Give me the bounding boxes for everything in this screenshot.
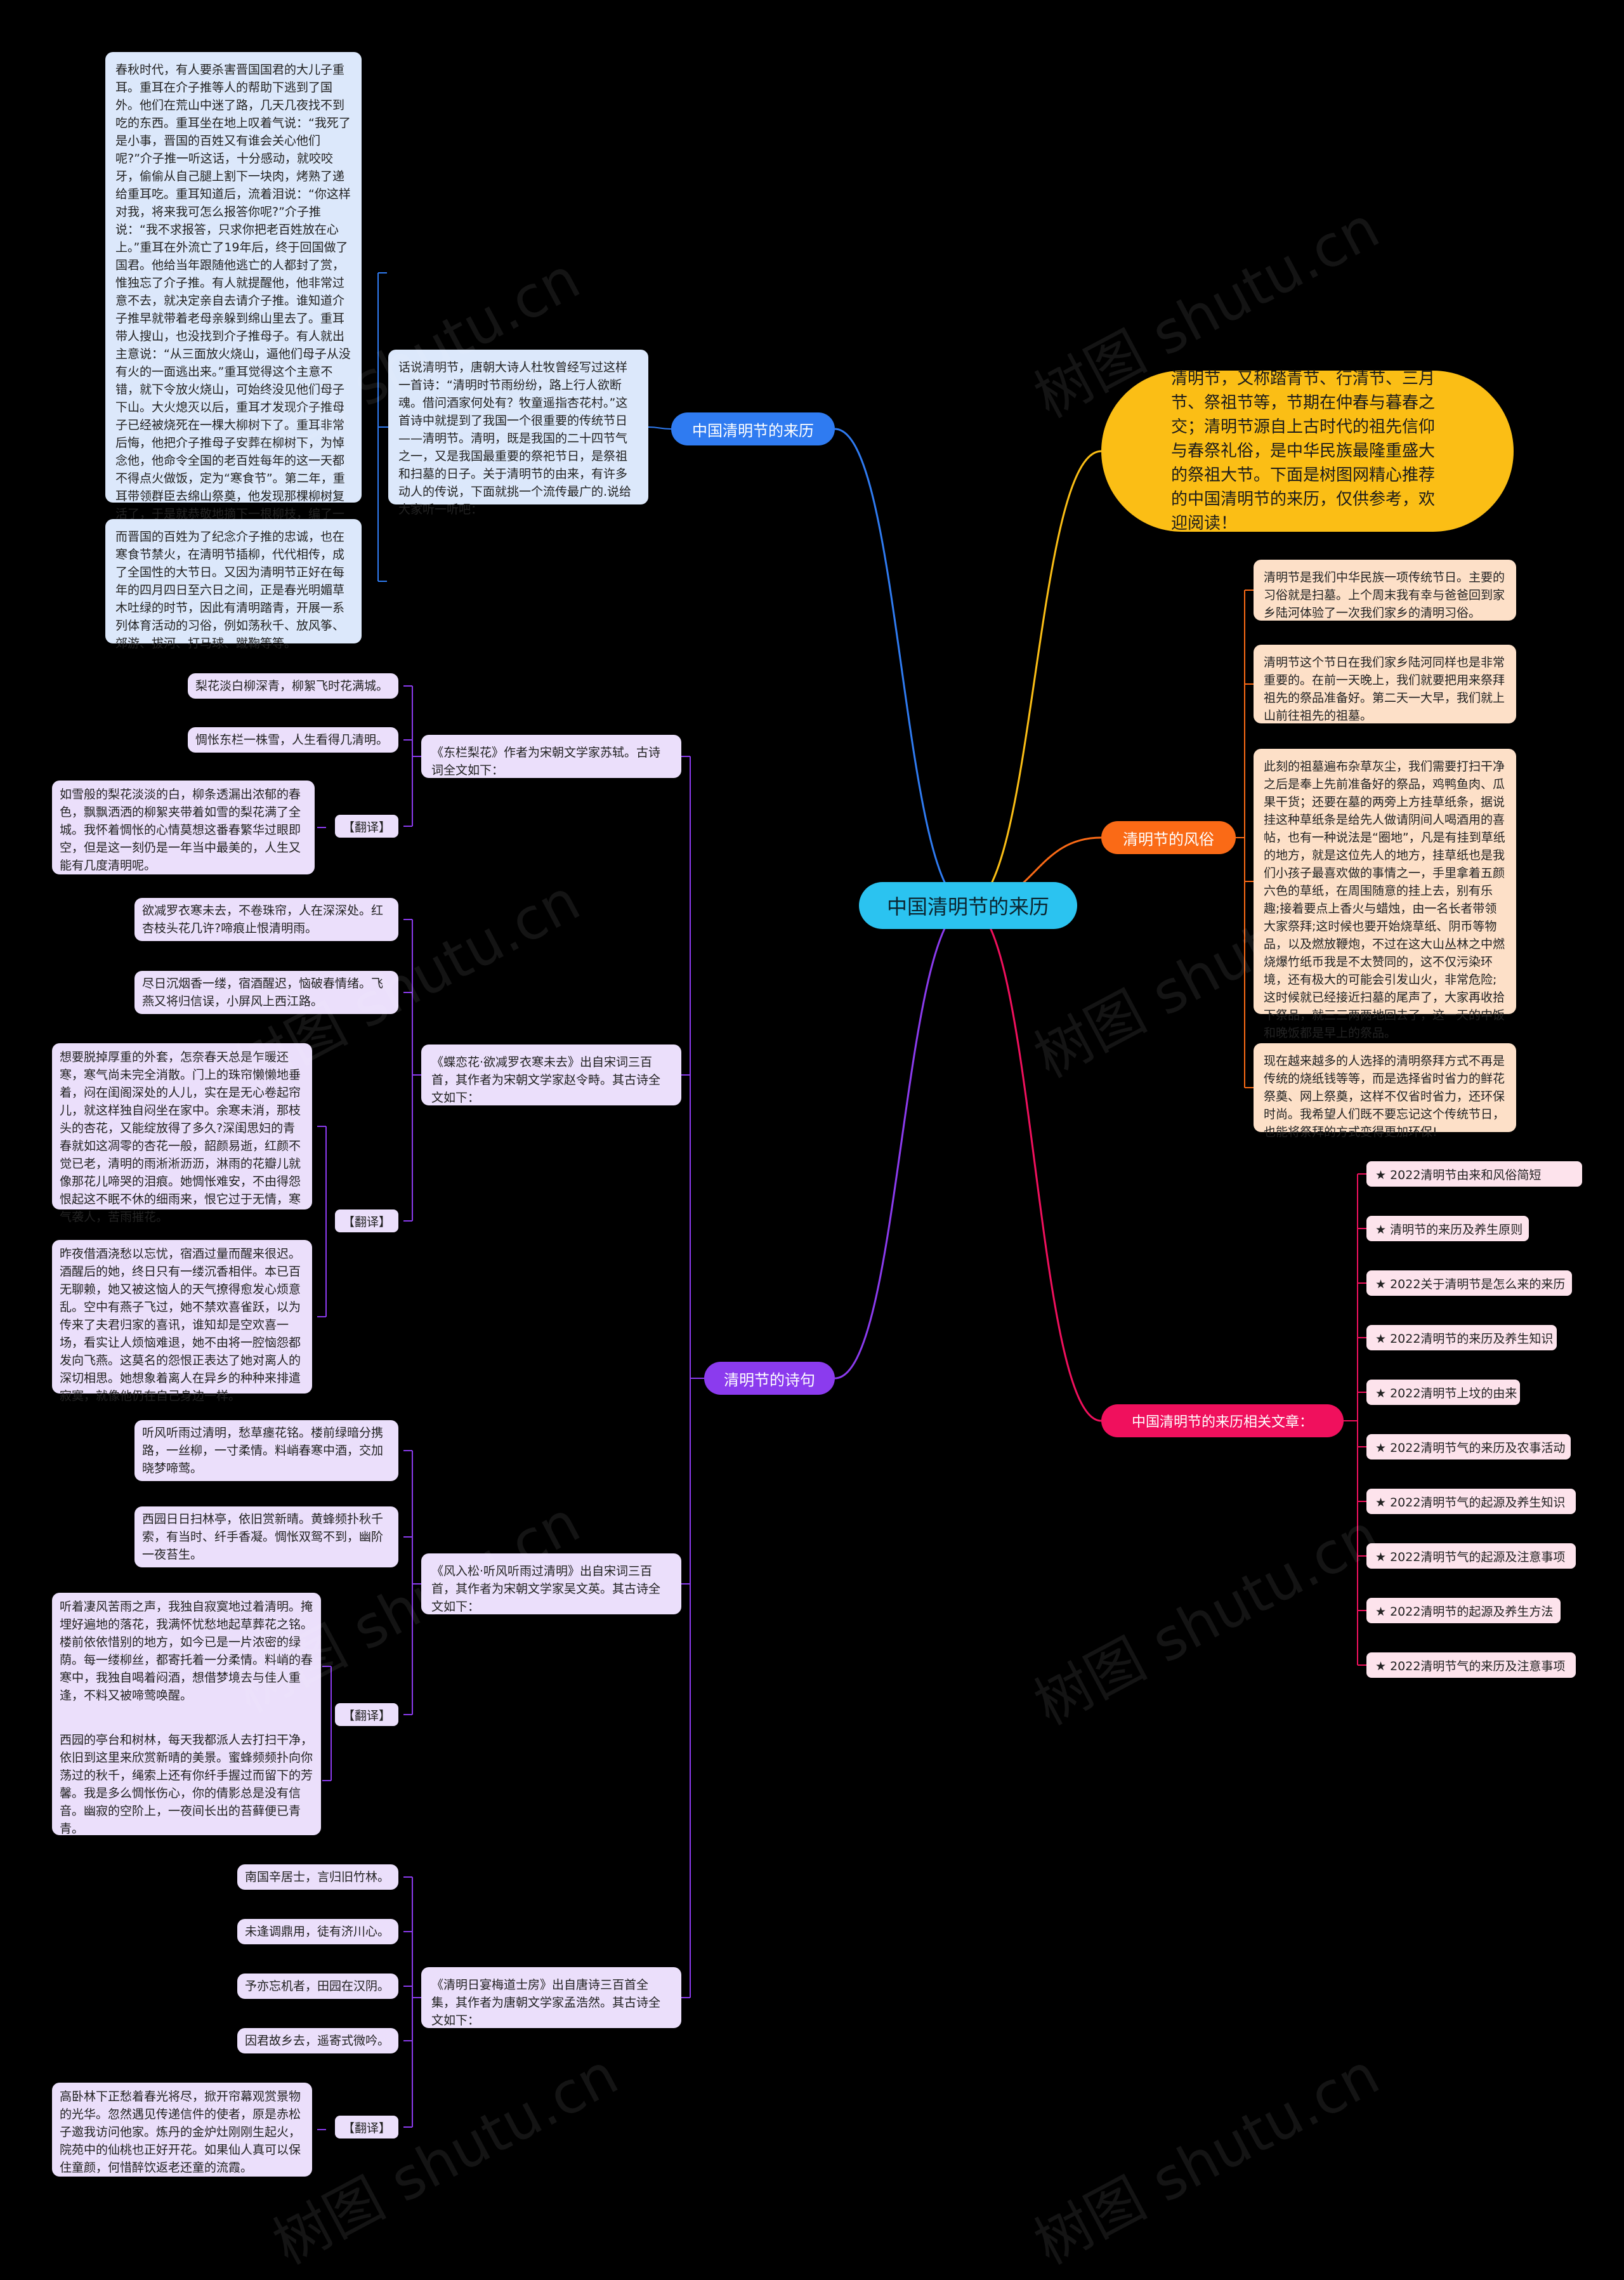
poem-translation: 高卧林下正愁着春光将尽，掀开帘幕观赏景物的光华。忽然遇见传递信件的使者，原是赤松… [52, 2083, 312, 2177]
translate-tag: 【翻译】 [335, 1703, 398, 1726]
translate-tag: 【翻译】 [335, 1209, 398, 1232]
related-article-link[interactable]: ★ 2022关于清明节是怎么来的来历 [1366, 1270, 1572, 1296]
translate-tag: 【翻译】 [335, 2116, 398, 2138]
poem-line: 予亦忘机者，田园在汉阴。 [237, 1974, 398, 1999]
intro-text: 清明节，又称踏青节、行清节、三月节、祭祖节等，节期在仲春与暮春之交；清明节源自上… [1171, 369, 1436, 533]
branch-poems[interactable]: 清明节的诗句 [704, 1362, 835, 1395]
poem-line: 欲减罗衣寒未去，不卷珠帘，人在深深处。红杏枝头花几许?啼痕止恨清明雨。 [134, 898, 398, 941]
poem-line: 尽日沉烟香一缕，宿酒醒迟，恼破春情绪。飞燕又将归信误，小屏风上西江路。 [134, 971, 398, 1014]
related-article-link[interactable]: ★ 2022清明节的起源及养生方法 [1366, 1598, 1561, 1623]
poem-title: 《风入松·听风听雨过清明》出自宋词三百首，其作者为宋朝文学家吴文英。其古诗全文如… [421, 1553, 681, 1614]
related-article-link[interactable]: ★ 2022清明节的来历及养生知识 [1366, 1325, 1557, 1350]
related-article-link[interactable]: ★ 2022清明节气的起源及养生知识 [1366, 1489, 1576, 1514]
related-article-link[interactable]: ★ 清明节的来历及养生原则 [1366, 1216, 1529, 1241]
related-article-link[interactable]: ★ 2022清明节上坟的由来 [1366, 1380, 1520, 1405]
related-article-link[interactable]: ★ 2022清明节由来和风俗简短 [1366, 1161, 1582, 1187]
customs-item: 现在越来越多的人选择的清明祭拜方式不再是传统的烧纸钱等等，而是选择省时省力的鲜花… [1254, 1043, 1516, 1139]
origin-later: 而晋国的百姓为了纪念介子推的忠诚，也在寒食节禁火，在清明节插柳，代代相传，成了全… [105, 519, 362, 650]
poem-line: 西园日日扫林亭，依旧赏新晴。黄蜂频扑秋千索，有当时、纤手香凝。惆怅双鸳不到，幽阶… [134, 1506, 398, 1567]
link-poems [834, 904, 969, 1380]
poem-title: 《清明日宴梅道士房》出自唐诗三百首全集，其作者为唐朝文学家孟浩然。其古诗全文如下… [421, 1967, 681, 2028]
related-article-link[interactable]: ★ 2022清明节气的来历及农事活动 [1366, 1434, 1571, 1460]
link-related [967, 904, 1102, 1422]
link-origin-summary [648, 426, 672, 430]
poem-line: 梨花淡白柳深青，柳絮飞时花满城。 [188, 673, 398, 699]
poem-line: 惆怅东栏一株雪，人生看得几清明。 [188, 727, 398, 753]
poem-line: 南国辛居士，言归旧竹林。 [237, 1864, 398, 1890]
customs-item: 此刻的祖墓遍布杂草灰尘，我们需要打扫干净之后是奉上先前准备好的祭品，鸡鸭鱼肉、瓜… [1254, 749, 1516, 1040]
origin-story: 春秋时代，有人要杀害晋国国君的大儿子重耳。重耳在介子推等人的帮助下逃到了国外。他… [105, 52, 362, 557]
poem-translation: 听着凄风苦雨之声，我独自寂寞地过着清明。掩埋好遍地的落花，我满怀忧愁地起草葬花之… [52, 1593, 321, 1740]
connector-lines [317, 272, 1366, 2130]
poem-translation: 想要脱掉厚重的外套，怎奈春天总是乍暖还寒，寒气尚未完全消散。门上的珠帘懒懒地垂着… [52, 1043, 312, 1224]
intro-bubble: 清明节，又称踏青节、行清节、三月节、祭祖节等，节期在仲春与暮春之交；清明节源自上… [1101, 369, 1514, 533]
related-article-link[interactable]: ★ 2022清明节气的起源及注意事项 [1366, 1543, 1576, 1569]
branch-origin[interactable]: 中国清明节的来历 [671, 412, 835, 445]
poem-translation: 西园的亭台和树林，每天我都派人去打扫干净，依旧到这里来欣赏新晴的美景。蜜蜂频频扑… [52, 1726, 321, 1836]
customs-item: 清明节是我们中华民族一项传统节日。主要的习俗就是扫墓。上个周末我有幸与爸爸回到家… [1254, 560, 1516, 621]
translate-tag: 【翻译】 [335, 815, 398, 838]
poem-title: 《东栏梨花》作者为宋朝文学家苏轼。古诗词全文如下： [421, 735, 681, 778]
branch-related[interactable]: 中国清明节的来历相关文章： [1101, 1404, 1344, 1437]
poem-line: 未逢调鼎用，徒有济川心。 [237, 1919, 398, 1944]
origin-summary: 话说清明节，唐朝大诗人杜牧曾经写过这样一首诗：“清明时节雨纷纷，路上行人欲断魂。… [388, 350, 648, 517]
poem-title: 《蝶恋花·欲减罗衣寒未去》出自宋词三百首，其作者为宋朝文学家赵令畤。其古诗全文如… [421, 1044, 681, 1105]
branch-customs[interactable]: 清明节的风俗 [1101, 821, 1236, 854]
poem-translation: 如雪般的梨花淡淡的白，柳条透漏出浓郁的春色，飘飘洒洒的柳絮夹带着如雪的梨花满了全… [52, 781, 315, 874]
root-topic[interactable]: 中国清明节的来历 [859, 882, 1077, 929]
customs-item: 清明节这个节日在我们家乡陆河同样也是非常重要的。在前一天晚上，我们就要把用来祭拜… [1254, 645, 1516, 723]
poem-line: 因君故乡去，遥寄式微吟。 [237, 2028, 398, 2053]
poem-line: 听风听雨过清明，愁草瘗花铭。楼前绿暗分携路，一丝柳，一寸柔情。料峭春寒中酒，交加… [134, 1420, 398, 1481]
link-intro [967, 450, 1102, 907]
related-article-link[interactable]: ★ 2022清明节气的来历及注意事项 [1366, 1652, 1576, 1678]
link-origin [834, 428, 969, 907]
poem-translation: 昨夜借酒浇愁以忘忧，宿酒过量而醒来很迟。酒醒后的她，终日只有一缕沉香相伴。本已百… [52, 1240, 312, 1403]
